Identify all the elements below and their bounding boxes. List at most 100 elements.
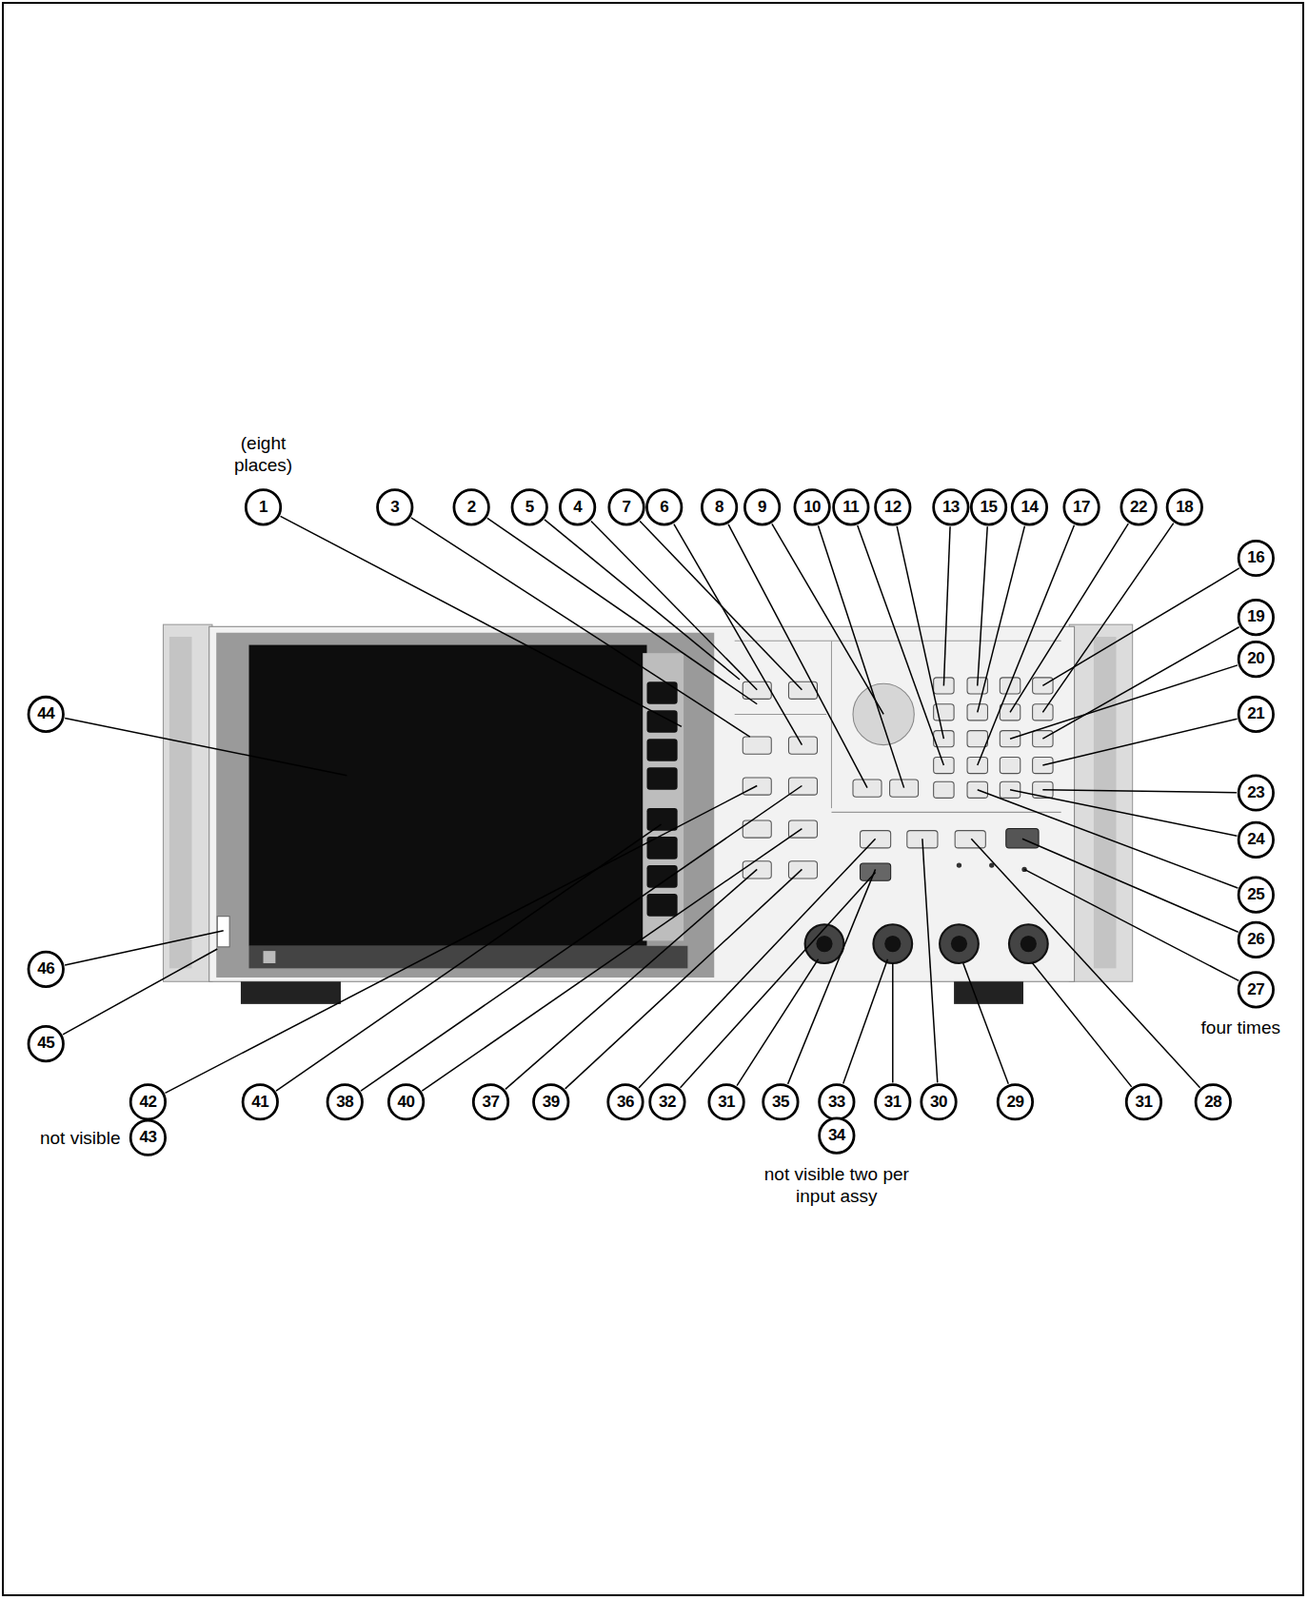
callout-number: 21: [1247, 704, 1265, 724]
callout-number: 13: [942, 497, 960, 517]
callout-circle: [28, 1026, 63, 1061]
leader-line: [565, 869, 803, 1090]
callout-circle: [921, 1085, 956, 1120]
callout-number: 35: [772, 1092, 790, 1112]
callout-number: 16: [1247, 548, 1265, 568]
callout-number: 40: [397, 1092, 416, 1112]
leader-line: [64, 931, 224, 966]
callout-number: 25: [1247, 885, 1265, 905]
callout-number: 9: [757, 497, 767, 517]
callout-circle: [763, 1085, 798, 1120]
callout-circle: [327, 1085, 362, 1120]
callout-number: 32: [658, 1092, 676, 1112]
callout-number: 17: [1072, 497, 1090, 517]
callout-number: 33: [828, 1092, 846, 1112]
callout-circle: [1121, 490, 1156, 525]
leader-line: [977, 526, 989, 686]
leader-line: [360, 785, 802, 1091]
leader-line: [1042, 718, 1237, 766]
callout-circle: [875, 490, 911, 525]
callout-circle: [1064, 490, 1099, 525]
local-key: [859, 863, 891, 881]
leader-line: [971, 838, 1200, 1089]
callout-circle: [875, 1085, 911, 1120]
callout-number: 10: [803, 497, 821, 517]
callout-number: 12: [884, 497, 902, 517]
foot: [953, 981, 1024, 1005]
leader-line: [421, 829, 802, 1092]
leader-line: [1042, 790, 1237, 793]
leader-line: [1024, 869, 1239, 981]
callout-circle: [701, 490, 736, 525]
callout-circle: [609, 490, 644, 525]
callout-circle: [1238, 775, 1273, 811]
callout-number: 26: [1247, 930, 1265, 950]
callout-number: 1: [258, 497, 268, 517]
note-text: not visible: [39, 1127, 121, 1150]
callout-circle: [1238, 922, 1273, 957]
leader-line: [544, 519, 740, 680]
leader-line: [62, 949, 218, 1035]
callout-circle: [1195, 1085, 1230, 1120]
callout-circle: [130, 1120, 165, 1155]
callout-number: 34: [828, 1126, 846, 1146]
leader-line: [64, 718, 347, 776]
leader-line: [922, 838, 938, 1083]
callout-circle: [709, 1085, 744, 1120]
leader-line: [943, 526, 951, 686]
crt-screen: [249, 645, 648, 947]
callout-number: 31: [1134, 1092, 1152, 1112]
rack-ear: [162, 624, 212, 982]
callout-number: 41: [251, 1092, 269, 1112]
leader-line: [1042, 568, 1240, 687]
callout-circle: [646, 490, 681, 525]
callout-number: 29: [1006, 1092, 1024, 1112]
callout-number: 14: [1020, 497, 1038, 517]
callout-number: 45: [37, 1033, 55, 1053]
callout-number: 20: [1247, 649, 1265, 669]
callout-circle: [245, 490, 280, 525]
softkey-strip: [642, 653, 684, 941]
leader-line: [977, 526, 1026, 714]
display-bezel: [216, 633, 714, 978]
leader-line: [638, 838, 876, 1089]
callout-circle: [377, 490, 413, 525]
leader-line: [1042, 627, 1239, 739]
status-leds: [956, 862, 1028, 872]
leader-line: [788, 869, 876, 1085]
leader-line: [977, 790, 1239, 889]
callout-number: 27: [1247, 980, 1265, 1000]
note-text: (eight places): [225, 432, 302, 476]
foot: [240, 981, 341, 1005]
dark-key: [1006, 829, 1039, 849]
callout-circle: [833, 490, 869, 525]
leader-line: [891, 963, 894, 1083]
callout-number: 31: [717, 1092, 735, 1112]
leader-line: [280, 515, 682, 727]
callout-number: 46: [37, 959, 55, 979]
callout-circle: [997, 1085, 1032, 1120]
note-text: not visible two per input assy: [755, 1163, 918, 1208]
callout-circle: [1238, 641, 1273, 676]
leader-line: [1032, 963, 1132, 1088]
callout-circle: [819, 1118, 854, 1153]
rack-handle: [1093, 636, 1117, 969]
callout-number: 39: [542, 1092, 560, 1112]
logo: [263, 951, 277, 964]
callout-circle: [559, 490, 595, 525]
callout-number: 18: [1175, 497, 1193, 517]
keys: [742, 677, 1053, 879]
callout-circle: [1238, 696, 1273, 732]
callout-number: 11: [842, 497, 859, 517]
leader-line: [896, 526, 944, 739]
callout-circle: [1126, 1085, 1161, 1120]
callout-circle: [1238, 877, 1273, 912]
callout-number: 6: [659, 497, 669, 517]
callout-number: 43: [138, 1128, 157, 1148]
callout-circle: [28, 951, 63, 987]
callout-circle: [608, 1085, 643, 1120]
leader-line: [591, 520, 757, 690]
callout-circle: [534, 1085, 569, 1120]
leader-line: [843, 959, 889, 1085]
